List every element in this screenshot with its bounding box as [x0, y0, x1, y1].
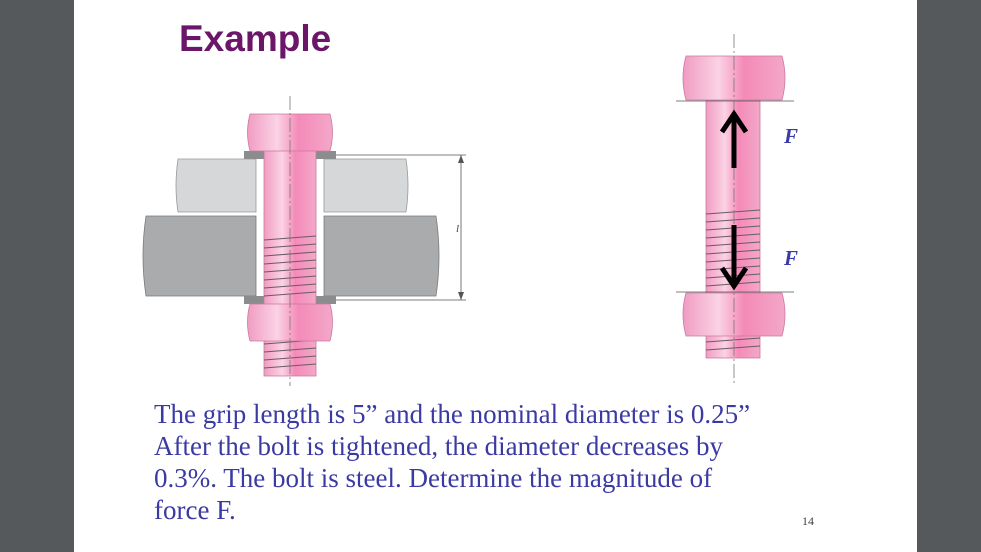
force-arrow-up-head	[719, 109, 749, 134]
force-label-top: F	[784, 124, 799, 148]
problem-line-2: After the bolt is tightened, the diamete…	[154, 431, 724, 461]
problem-line-1: The grip length is 5” and the nominal di…	[154, 399, 751, 429]
bottom-plate-left	[142, 215, 257, 297]
top-plate-left	[175, 158, 257, 213]
grip-arrow-bottom	[458, 292, 464, 300]
grip-length-label: l	[456, 223, 459, 235]
slide-title: Example	[179, 18, 332, 59]
page-number: 14	[802, 514, 814, 528]
force-arrow-down-head	[719, 266, 749, 291]
grip-arrow-top	[458, 155, 464, 163]
bolted-joint-figure: l	[142, 96, 466, 386]
right-nut	[682, 292, 786, 337]
bolt-figures: l	[142, 34, 794, 386]
problem-statement: The grip length is 5” and the nominal di…	[154, 398, 814, 526]
force-label-bottom: F	[784, 246, 799, 270]
right-bolt-threads	[705, 209, 761, 351]
problem-line-4: force F.	[154, 495, 236, 525]
problem-line-3: 0.3%. The bolt is steel. Determine the m…	[154, 463, 713, 493]
left-bolt-head	[247, 113, 333, 152]
top-plate-right	[323, 158, 409, 213]
slide: Example	[74, 0, 917, 552]
bolt-force-figure	[676, 34, 794, 385]
bottom-plate-right	[323, 215, 440, 297]
